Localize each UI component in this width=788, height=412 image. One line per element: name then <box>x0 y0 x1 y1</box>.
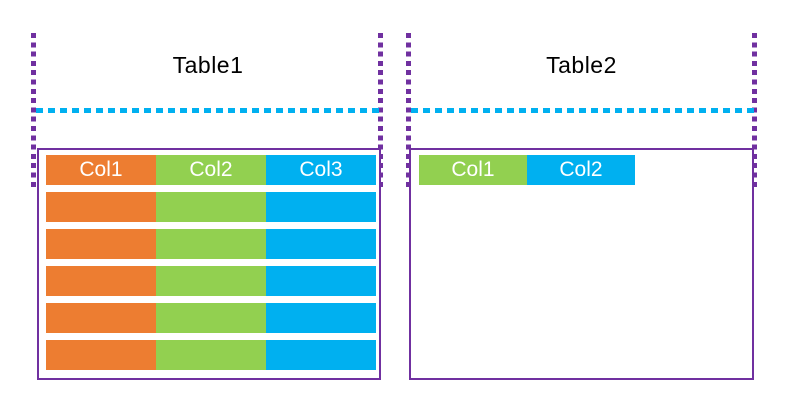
partition-dashed-line <box>411 108 755 113</box>
data-cell <box>156 340 266 370</box>
data-row <box>46 266 376 296</box>
column-header-cell: Col3 <box>266 155 376 185</box>
data-row <box>46 229 376 259</box>
column-header-cell: Col2 <box>527 155 635 185</box>
column-header-cell: Col1 <box>419 155 527 185</box>
left-boundary-dotted-line <box>31 33 36 191</box>
left-boundary-dotted-line <box>406 33 411 191</box>
data-cell <box>156 192 266 222</box>
partition-dashed-line <box>36 108 384 113</box>
column-header-cell: Col1 <box>46 155 156 185</box>
data-row <box>46 192 376 222</box>
data-cell <box>156 229 266 259</box>
data-cell <box>266 266 376 296</box>
table-title: Table1 <box>172 52 244 78</box>
table-title: Table2 <box>546 52 617 78</box>
data-cell <box>46 266 156 296</box>
data-cell <box>46 340 156 370</box>
column-header-cell: Col2 <box>156 155 266 185</box>
data-cell <box>266 192 376 222</box>
data-cell <box>266 303 376 333</box>
data-cell <box>46 192 156 222</box>
data-row <box>46 303 376 333</box>
data-cell <box>156 303 266 333</box>
data-cell <box>46 303 156 333</box>
data-cell <box>156 266 266 296</box>
data-cell <box>266 340 376 370</box>
data-row <box>46 340 376 370</box>
data-cell <box>46 229 156 259</box>
data-cell <box>266 229 376 259</box>
